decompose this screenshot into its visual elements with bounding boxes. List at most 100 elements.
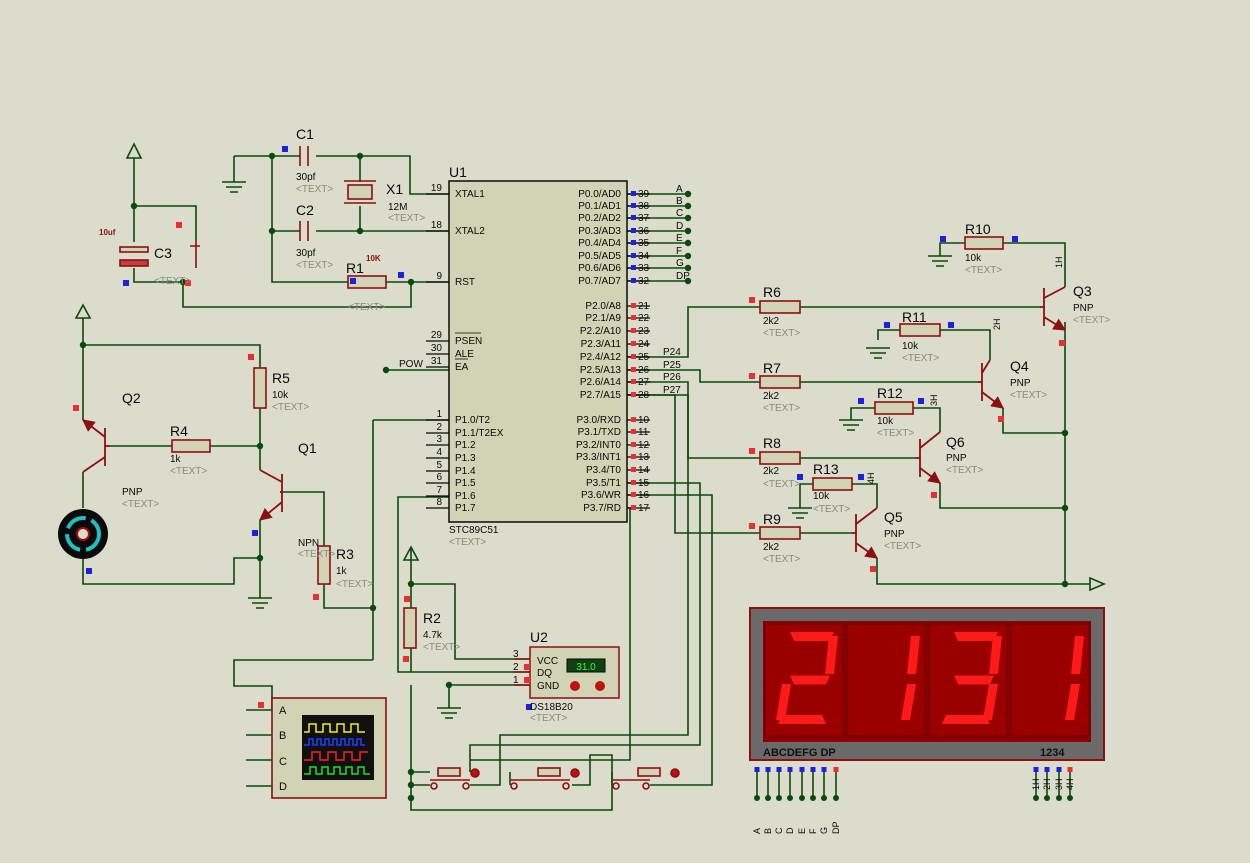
svg-text:C1: C1 <box>296 126 314 142</box>
digit-label: 1234 <box>1040 747 1065 759</box>
svg-text:C: C <box>279 756 287 768</box>
pin-marker <box>1056 767 1062 772</box>
u1-pin-number: 37 <box>638 213 650 224</box>
u2-down-button[interactable] <box>570 681 580 691</box>
segment-b <box>989 636 1002 674</box>
u1-pin-number: 23 <box>638 326 650 337</box>
c3-symbol <box>119 246 149 253</box>
svg-text:R9: R9 <box>763 511 781 527</box>
svg-text:10k: 10k <box>813 491 830 502</box>
pin-marker <box>631 367 636 372</box>
net-label: P24 <box>663 347 681 358</box>
svg-text:2k2: 2k2 <box>763 316 780 327</box>
net-label: G <box>676 258 684 269</box>
r10-symbol <box>964 236 1004 250</box>
u1-pin-name: P0.6/AD6 <box>578 263 621 274</box>
pin-marker <box>776 767 782 772</box>
push-buttons[interactable] <box>430 767 680 790</box>
svg-text:R5: R5 <box>272 370 290 386</box>
svg-text:10k: 10k <box>965 253 982 264</box>
pin-marker <box>631 392 636 397</box>
svg-text:<TEXT>: <TEXT> <box>296 260 333 271</box>
pin-marker <box>631 442 636 447</box>
svg-text:DQ: DQ <box>537 668 552 679</box>
power-arrow-icon <box>1089 576 1107 592</box>
u1-pin-name: P0.0/AD0 <box>578 189 621 200</box>
pin-marker <box>631 228 636 233</box>
display-segment-pin: DP <box>831 821 841 834</box>
segment-b <box>1071 636 1084 674</box>
svg-text:PNP: PNP <box>122 487 143 498</box>
svg-text:DS18B20: DS18B20 <box>530 702 573 713</box>
segment-dp <box>835 717 841 723</box>
oscilloscope[interactable] <box>271 697 387 799</box>
svg-text:C3: C3 <box>154 245 172 261</box>
net-label: C <box>676 208 683 219</box>
u1-pin-name: P0.5/AD5 <box>578 251 621 262</box>
segment-e <box>776 684 791 720</box>
u1-pin-name: P3.2/INT0 <box>576 440 621 451</box>
button-1 <box>430 767 480 790</box>
pin-marker <box>787 767 793 772</box>
pin-marker <box>631 315 636 320</box>
r8-symbol <box>759 451 801 465</box>
svg-text:<TEXT>: <TEXT> <box>813 504 850 515</box>
u1-pin-name: P2.1/A9 <box>585 313 621 324</box>
u1-pin-number: 4 <box>436 447 442 458</box>
pin-marker <box>799 767 805 772</box>
u1-pin-number: 33 <box>638 263 650 274</box>
display-segment-pin: F <box>808 828 818 834</box>
display-digit-pin: 4H <box>1065 778 1075 790</box>
u2-up-button[interactable] <box>595 681 605 691</box>
r4-symbol <box>171 439 211 453</box>
u1-pin-name: P0.1/AD1 <box>578 201 621 212</box>
segment-c <box>983 684 998 720</box>
u1-pin-number: 15 <box>638 478 650 489</box>
motor-icon <box>58 509 108 559</box>
q5-symbol <box>852 507 879 559</box>
pin-marker <box>631 203 636 208</box>
display-segment-pin: B <box>763 828 773 834</box>
q2-symbol <box>82 419 110 473</box>
u1-pin-name: P2.6/A14 <box>580 377 622 388</box>
u1-pin-name: P2.2/A10 <box>580 326 622 337</box>
u1-pin-number: 22 <box>638 313 650 324</box>
u1-pin-name: P3.0/RXD <box>577 415 621 426</box>
pin-marker <box>631 467 636 472</box>
pin-marker <box>810 767 816 772</box>
pin-marker <box>631 328 636 333</box>
svg-text:R12: R12 <box>877 385 903 401</box>
pin-marker <box>821 767 827 772</box>
svg-text:R1: R1 <box>346 260 364 276</box>
svg-text:<TEXT>: <TEXT> <box>348 302 385 313</box>
svg-text:PNP: PNP <box>1073 303 1094 314</box>
svg-text:10uf: 10uf <box>99 228 116 237</box>
pin-marker <box>1033 767 1039 772</box>
pin-marker <box>631 253 636 258</box>
svg-text:<TEXT>: <TEXT> <box>298 549 335 560</box>
scope-channel-labels: A B C D <box>279 705 287 793</box>
u1-pin-number: 13 <box>638 452 650 463</box>
r13-symbol <box>812 477 853 491</box>
svg-text:D: D <box>279 781 287 793</box>
r11-symbol <box>899 323 941 337</box>
pin-marker <box>631 265 636 270</box>
u1-pin-name: P1.5 <box>455 478 476 489</box>
ground-icon <box>437 707 461 719</box>
u1-pin-number: 19 <box>431 183 443 194</box>
u1-pin-number: 14 <box>638 465 650 476</box>
wires <box>82 155 1090 811</box>
ground-icon <box>788 507 812 519</box>
u1-pin-name: XTAL1 <box>455 189 485 200</box>
segment-c <box>901 684 916 720</box>
u1-pin-number: 2 <box>436 422 442 433</box>
u1-pin-name: P0.7/AD7 <box>578 276 621 287</box>
svg-text:Q6: Q6 <box>946 434 965 450</box>
u1-pin-name: P3.3/INT1 <box>576 452 621 463</box>
svg-text:R11: R11 <box>902 309 927 325</box>
u1-pin-name: XTAL2 <box>455 226 485 237</box>
net-label: P26 <box>663 372 681 383</box>
u1-pin-name: P3.1/TXD <box>578 427 621 438</box>
svg-text:4H: 4H <box>866 472 876 484</box>
